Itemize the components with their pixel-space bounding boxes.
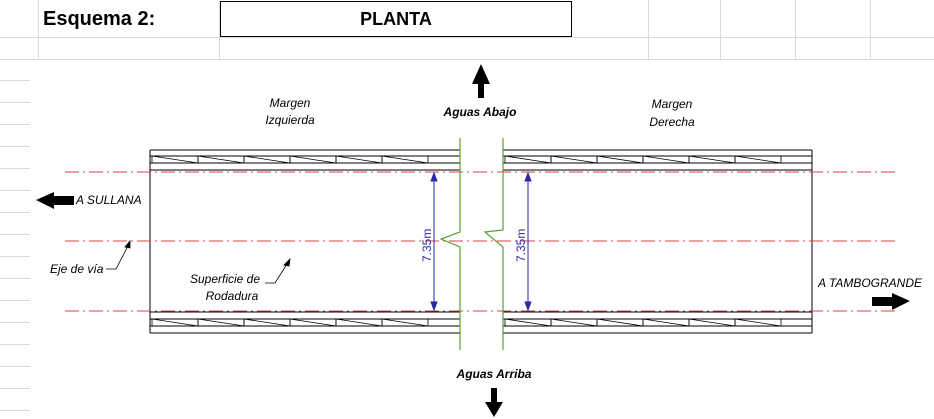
grid-col-line xyxy=(720,0,721,60)
grid-col-line xyxy=(870,0,871,60)
surface-leader xyxy=(265,263,288,284)
dimension-right xyxy=(524,171,532,312)
truss-panel xyxy=(289,318,337,327)
grid-row-mark xyxy=(0,124,30,125)
grid-row-mark xyxy=(0,388,30,389)
rail-line xyxy=(503,149,812,171)
truss-pattern-lower xyxy=(151,318,782,327)
destination-left-label: A SULLANA xyxy=(75,193,142,207)
left-bank-label-line2: Izquierda xyxy=(265,113,315,127)
axis-leader xyxy=(106,245,129,270)
grid-row-mark xyxy=(0,146,30,147)
upstream-label: Aguas Arriba xyxy=(456,367,532,381)
truss-panel xyxy=(550,318,598,327)
truss-panel xyxy=(734,318,782,327)
grid-col-line xyxy=(219,0,220,60)
truss-panel xyxy=(151,318,199,327)
truss-panel xyxy=(504,155,552,164)
rail-line xyxy=(150,311,460,334)
truss-panel xyxy=(550,155,598,164)
leader-lines xyxy=(106,239,291,284)
grid-row-mark xyxy=(0,212,30,213)
dim-arrow-bottom xyxy=(430,301,438,312)
axis-label: Eje de vía xyxy=(50,262,104,276)
right-bank-label-line2: Derecha xyxy=(649,115,695,129)
grid-row-mark xyxy=(0,322,30,323)
grid-row-mark xyxy=(0,300,30,301)
grid-col-line xyxy=(648,0,649,60)
surface-label-line2: Rodadura xyxy=(206,289,259,303)
truss-panel xyxy=(243,155,291,164)
grid-row-mark xyxy=(0,366,30,367)
grid-col-line xyxy=(795,0,796,60)
grid-row-line xyxy=(0,59,934,60)
truss-panel xyxy=(197,318,245,327)
scheme-title: Esquema 2: xyxy=(43,8,156,30)
truss-panel xyxy=(596,155,644,164)
truss-panel xyxy=(642,155,690,164)
arrow-left-icon xyxy=(36,192,74,209)
left-bank-label-line1: Margen xyxy=(270,96,311,110)
dim-arrow-top xyxy=(430,171,438,182)
view-title: PLANTA xyxy=(360,8,432,29)
break-lines xyxy=(439,138,504,350)
dimension-left xyxy=(430,171,438,312)
truss-pattern-upper xyxy=(151,155,782,164)
right-bank-label-line1: Margen xyxy=(652,97,693,111)
grid-row-mark xyxy=(0,256,30,257)
truss-panel xyxy=(335,318,383,327)
grid-row-mark xyxy=(0,344,30,345)
rail-line xyxy=(150,149,460,171)
grid-row-mark xyxy=(0,410,30,411)
grid-row-line xyxy=(0,37,934,38)
dimension-label-left: 7.35m xyxy=(420,229,434,262)
truss-panel xyxy=(504,318,552,327)
break-line-left xyxy=(439,138,461,350)
grid-col-line xyxy=(38,0,39,60)
truss-panel xyxy=(734,155,782,164)
grid-row-mark xyxy=(0,278,30,279)
truss-panel xyxy=(289,155,337,164)
truss-panel xyxy=(151,155,199,164)
truss-panel xyxy=(381,155,429,164)
dim-arrow-bottom xyxy=(524,301,532,312)
downstream-label: Aguas Abajo xyxy=(443,105,517,119)
grid-row-mark xyxy=(0,102,30,103)
truss-panel xyxy=(642,318,690,327)
destination-right-label: A TAMBOGRANDE xyxy=(817,276,923,290)
arrow-up-icon xyxy=(472,64,490,98)
truss-panel xyxy=(688,155,736,164)
truss-panel xyxy=(596,318,644,327)
truss-panel xyxy=(381,318,429,327)
truss-panel xyxy=(243,318,291,327)
grid-row-mark xyxy=(0,234,30,235)
grid-row-mark xyxy=(0,190,30,191)
view-title-box: PLANTA xyxy=(220,1,572,37)
surface-label-line1: Superficie de xyxy=(190,272,260,286)
truss-panel xyxy=(197,155,245,164)
truss-panel xyxy=(688,318,736,327)
break-line-right xyxy=(483,138,504,350)
arrow-right-icon xyxy=(872,293,910,310)
rail-line xyxy=(503,311,812,334)
grid-row-mark xyxy=(0,80,30,81)
axis-lines xyxy=(65,171,898,312)
arrow-down-icon xyxy=(485,388,503,417)
truss-panel xyxy=(335,155,383,164)
dim-arrow-top xyxy=(524,171,532,182)
dimension-label-right: 7.35m xyxy=(514,229,528,262)
grid-row-mark xyxy=(0,168,30,169)
